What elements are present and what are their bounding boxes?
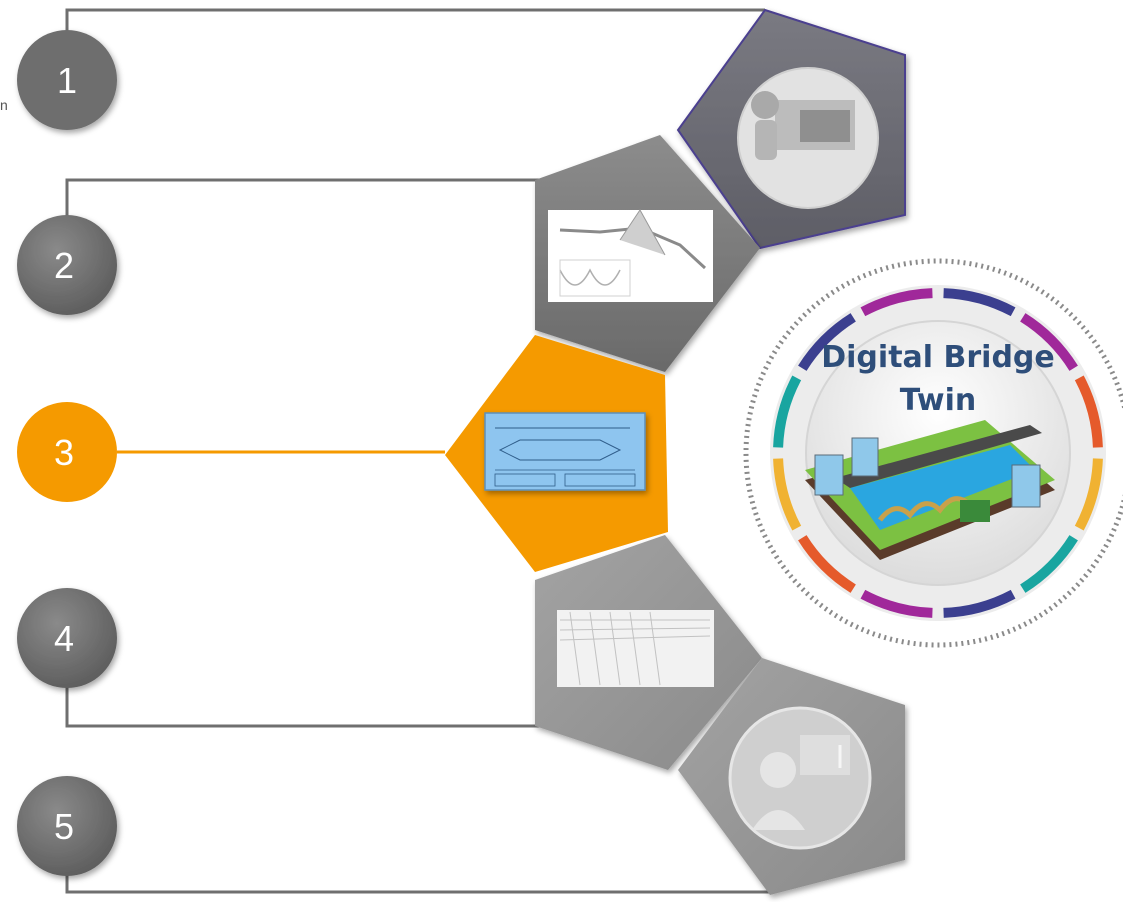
- pentagon-step-2[interactable]: [535, 135, 760, 372]
- hub-title-line-1: Digital Bridge: [821, 340, 1055, 375]
- connector-1: [65, 8, 765, 50]
- connector-5: [65, 850, 775, 894]
- ring-segment: [773, 375, 802, 448]
- hub-title-line-2: Twin: [900, 383, 977, 418]
- step-circle-3[interactable]: 3: [17, 402, 117, 502]
- step-number-3: 3: [54, 432, 74, 473]
- hub-color-ring: [773, 288, 1103, 618]
- ring-segment: [1074, 375, 1103, 448]
- digital-twin-hub[interactable]: Digital Bridge Twin: [743, 258, 1123, 648]
- ring-segment: [943, 589, 1016, 618]
- step-circles: 1 2 3 4 5: [17, 30, 117, 876]
- step-number-5: 5: [54, 806, 74, 847]
- step-circle-4[interactable]: 4: [17, 588, 117, 688]
- hub-dotted-ring: [743, 258, 1123, 648]
- pentagon-step-1[interactable]: [676, 8, 906, 250]
- pentagon-step-5[interactable]: [678, 658, 905, 895]
- clipped-label: n: [0, 97, 8, 113]
- step-circle-2[interactable]: 2: [17, 215, 117, 315]
- ring-segment: [1074, 458, 1103, 531]
- step-circle-1[interactable]: 1: [17, 30, 117, 130]
- step-number-1: 1: [57, 60, 77, 101]
- ring-segment: [773, 458, 802, 531]
- ring-segment: [860, 288, 933, 317]
- ring-segment: [1020, 313, 1078, 371]
- connector-2: [65, 178, 560, 220]
- step-number-4: 4: [54, 618, 74, 659]
- pentagon-step-4[interactable]: [535, 535, 762, 770]
- ring-segment: [943, 288, 1016, 317]
- pentagon-step-3[interactable]: [445, 335, 668, 572]
- ring-segment: [860, 589, 933, 618]
- ring-segment: [798, 535, 856, 593]
- ring-segment: [1020, 535, 1078, 593]
- ring-segment: [798, 313, 856, 371]
- step-number-2: 2: [54, 245, 74, 286]
- connector-4: [65, 680, 560, 728]
- step-circle-5[interactable]: 5: [17, 776, 117, 876]
- bridge-model-icon: [805, 420, 1055, 560]
